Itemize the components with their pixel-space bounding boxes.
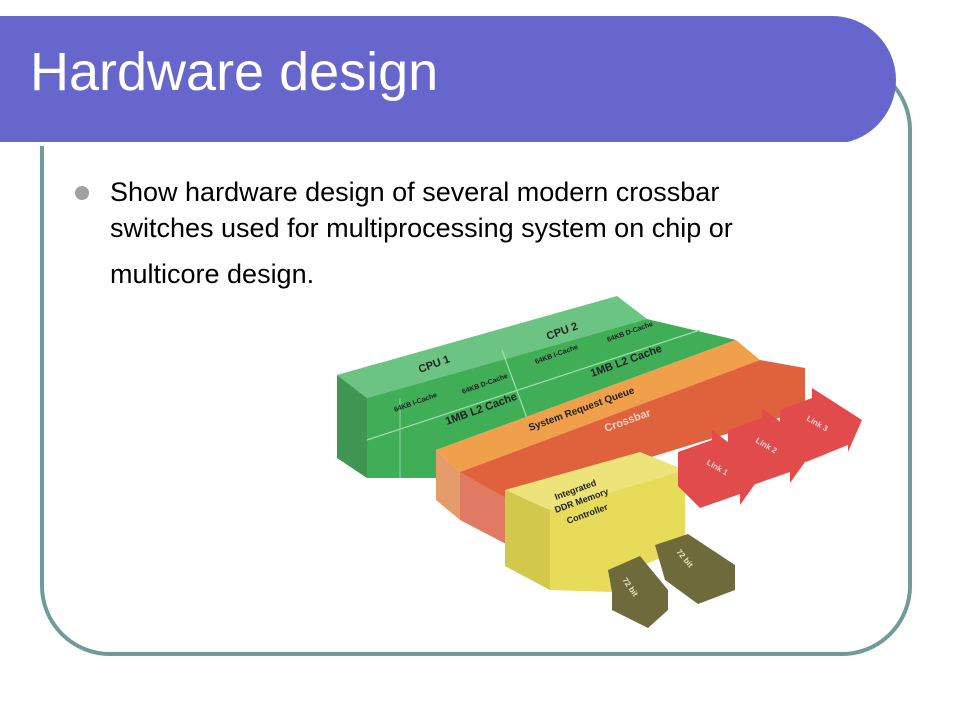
bullet-line-2: switches used for multiprocessing system… [110,213,733,243]
bullet-text: Show hardware design of several modern c… [110,174,870,292]
bullet-line-1: Show hardware design of several modern c… [110,177,720,207]
link-2-arrow-icon [728,408,815,486]
title-bar [0,16,896,146]
bus-2-arrow-icon [655,534,735,604]
link-1-arrow-icon [678,430,765,508]
crossbar-block [460,360,805,546]
link-3-arrow-icon [780,388,862,462]
cpu-block [337,296,736,478]
memory-controller-block [505,452,685,592]
slide-title: Hardware design [30,42,439,102]
title-underline [0,142,848,146]
system-request-queue-block [436,340,760,520]
bus-1-arrow-icon [608,556,668,628]
bullet-dot-icon [75,186,89,200]
bullet-line-3: multicore design. [110,259,315,289]
